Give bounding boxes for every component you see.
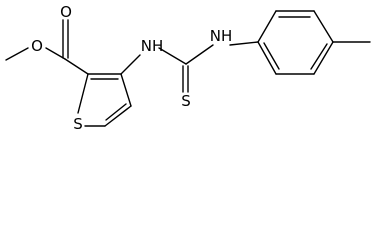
- bond-s-c2: [77, 73, 89, 114]
- bond-carbonyl-ring: [64, 58, 89, 75]
- bond-ar-inner-c: [263, 42, 280, 70]
- bond-c4-c5: [104, 105, 132, 127]
- bond-ar-inner-b: [310, 43, 328, 70]
- bond-c3-nh: [120, 54, 141, 75]
- bond-nh-aryl: [229, 41, 259, 46]
- thiophene-sulfur-label: S: [73, 115, 83, 133]
- atom-labels: O O S NH NH S: [31, 3, 232, 133]
- bond-o-carbonyl: [45, 47, 66, 60]
- bond-nh-c: [158, 47, 187, 65]
- bond-c3-c4: [120, 73, 132, 107]
- left-amine-label: NH: [141, 37, 164, 55]
- bond-c-nh: [185, 44, 214, 65]
- bond-ar-4-5: [313, 41, 334, 75]
- thione-sulfur-label: S: [181, 92, 191, 110]
- right-amine-label: NH: [210, 27, 233, 45]
- bond-lines: [5, 10, 371, 127]
- bond-c4-c5-inner: [105, 103, 127, 121]
- carbonyl-oxygen-label: O: [60, 3, 72, 21]
- bond-ar-3-4: [313, 10, 334, 43]
- chemical-structure: O O S NH NH S: [5, 3, 371, 133]
- bond-methyl-o: [5, 47, 29, 61]
- bond-ar-1-2: [257, 10, 277, 43]
- bond-ar-6-1: [257, 41, 277, 75]
- ester-oxygen-label: O: [31, 37, 43, 55]
